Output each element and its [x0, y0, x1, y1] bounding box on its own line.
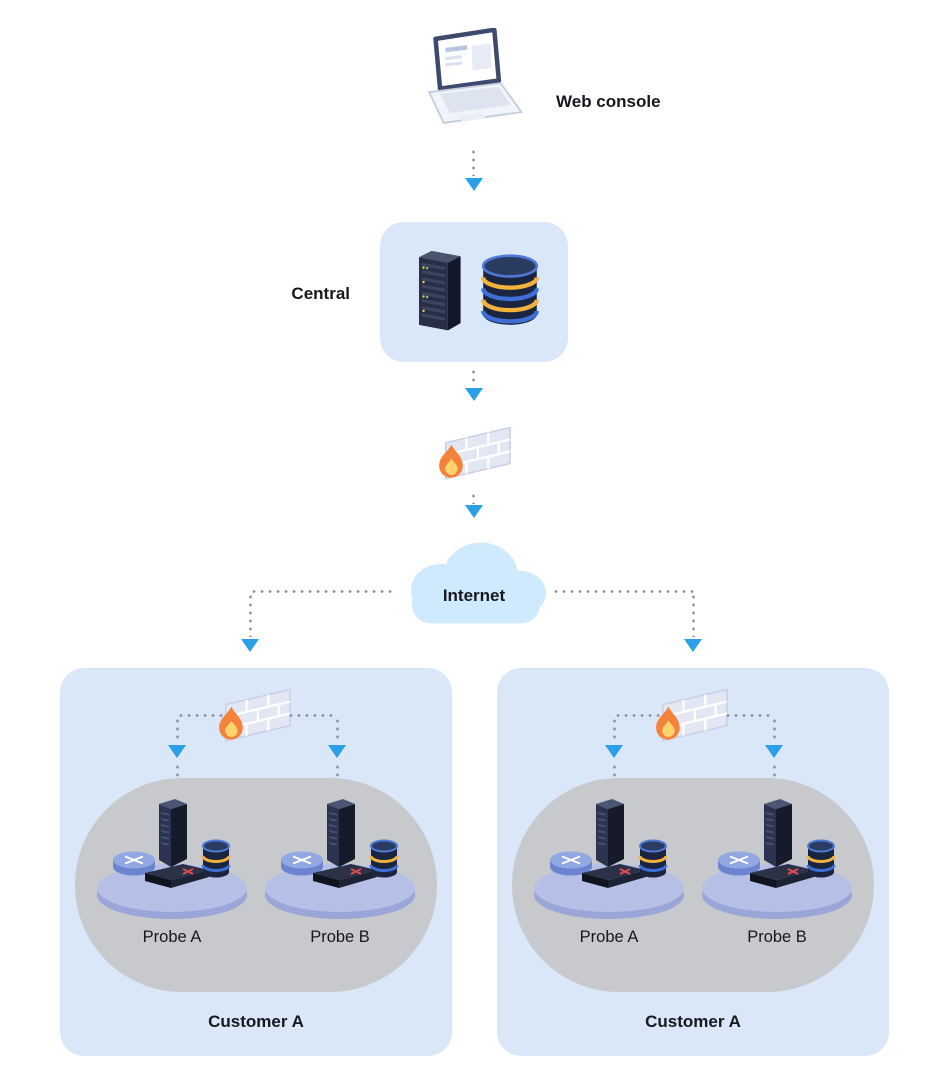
arrow-down-icon	[765, 745, 783, 758]
connector-dotted-line	[176, 717, 179, 743]
arrow-down-icon	[465, 505, 483, 518]
arrow-down-icon	[605, 745, 623, 758]
probe-label: Probe A	[579, 928, 639, 946]
connector-dotted-line	[336, 717, 339, 743]
arrow-down-icon	[328, 745, 346, 758]
customer-site-panel: Probe A Probe B Customer A	[60, 668, 452, 1056]
probe-node-cluster-icon	[712, 796, 842, 896]
connector-dotted-line	[472, 492, 475, 504]
arrow-down-icon	[684, 639, 702, 652]
connector-dotted-line	[287, 714, 337, 717]
flame-icon	[219, 706, 243, 740]
connector-dotted-line	[250, 590, 396, 593]
connector-dotted-line	[177, 714, 227, 717]
web-console-label: Web console	[556, 92, 661, 111]
firewall-brick-wall-icon	[653, 682, 733, 752]
probe-node-cluster-icon	[275, 796, 405, 896]
probe-label: Probe B	[310, 928, 370, 946]
central-label: Central	[291, 284, 350, 303]
connector-dotted-line	[552, 590, 695, 593]
connector-dotted-line	[724, 714, 774, 717]
probe-label: Probe A	[142, 928, 202, 946]
web-console-laptop-icon	[410, 28, 528, 132]
firewall-brick-wall-icon	[216, 682, 296, 752]
arrow-down-icon	[168, 745, 186, 758]
customer-label: Customer A	[208, 1012, 304, 1031]
firewall-brick-wall-icon	[436, 420, 516, 490]
database-icon	[478, 254, 542, 330]
connector-dotted-line	[773, 717, 776, 743]
arrow-down-icon	[465, 178, 483, 191]
connector-dotted-line	[472, 148, 475, 176]
internet-label: Internet	[442, 586, 506, 605]
flame-icon	[656, 706, 680, 740]
connector-dotted-line	[249, 593, 252, 637]
connector-dotted-line	[472, 368, 475, 386]
connector-dotted-line	[614, 714, 664, 717]
arrow-down-icon	[465, 388, 483, 401]
arrow-down-icon	[241, 639, 259, 652]
probe-node-cluster-icon	[544, 796, 674, 896]
customer-label: Customer A	[645, 1012, 741, 1031]
connector-dotted-line	[613, 717, 616, 743]
probe-node-cluster-icon	[107, 796, 237, 896]
internet-cloud-icon	[392, 532, 558, 634]
connector-dotted-line	[692, 593, 695, 637]
probe-label: Probe B	[747, 928, 807, 946]
customer-site-panel: Probe A Probe B Customer A	[497, 668, 889, 1056]
flame-icon	[439, 444, 463, 478]
server-rack-icon	[410, 248, 466, 335]
